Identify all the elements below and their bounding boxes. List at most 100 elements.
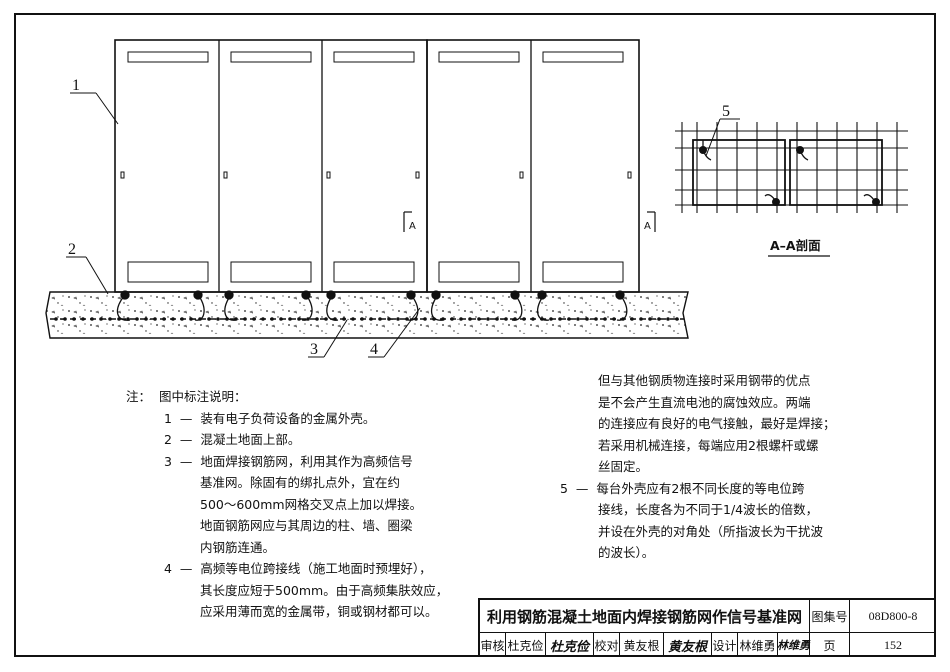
checker-name: 黄友根	[620, 633, 664, 657]
note-dash: —	[179, 432, 193, 447]
rebar-node	[396, 317, 400, 321]
rebar-node	[459, 317, 463, 321]
rebar-node	[216, 317, 220, 321]
rebar-node	[135, 317, 139, 321]
rebar-node	[243, 317, 247, 321]
rebar-node	[81, 317, 85, 321]
note-dash: —	[179, 410, 193, 426]
rebar-node	[495, 317, 499, 321]
drawing-title: 利用钢筋混凝土地面内焊接钢筋网作信号基准网	[480, 600, 810, 633]
cabinet-handle	[223, 171, 228, 179]
rebar-node	[630, 317, 634, 321]
note-3-line: 地面钢筋网应与其周边的柱、墙、圈梁	[200, 518, 413, 533]
note-5-line: 并设在外壳的对角处（所指波长为干扰波	[598, 523, 824, 539]
note-4-line: 应采用薄而宽的金属带，铜或钢材都可以。	[200, 604, 438, 619]
design-label: 设计	[712, 633, 738, 657]
rebar-node	[90, 317, 94, 321]
rebar-node	[189, 317, 193, 321]
rebar-node	[369, 317, 373, 321]
rebar-node	[171, 317, 175, 321]
rebar-node	[288, 317, 292, 321]
designer-signature: 林维勇	[777, 633, 810, 657]
rebar-node	[477, 317, 481, 321]
rebar-node	[585, 317, 589, 321]
cabinet-row	[114, 39, 640, 293]
callout-1: 1	[72, 77, 80, 94]
note-4-num: 4	[164, 561, 172, 576]
cabinet-vent	[333, 51, 415, 63]
rebar-node	[279, 317, 283, 321]
cabinet-bottom-panel	[542, 261, 624, 283]
section-mark-a-left: A	[409, 221, 416, 232]
reviewer-signature: 杜克俭	[546, 633, 594, 657]
rebar-node	[72, 317, 76, 321]
note-3-line: 内钢筋连通。	[200, 539, 276, 555]
callouts	[66, 92, 740, 358]
rebar-node	[153, 317, 157, 321]
atlas-label: 图集号	[810, 600, 850, 633]
callout-2: 2	[68, 241, 76, 258]
rebar-node	[144, 317, 148, 321]
rebar-node	[666, 317, 670, 321]
cabinet-vent	[542, 51, 624, 63]
section-cabinet-left	[692, 139, 786, 206]
note-4-continued-line: 的连接应有良好的电气接触，最好是焊接；	[598, 416, 836, 431]
atlas-number: 08D800-8	[850, 600, 936, 633]
cabinet-vent	[230, 51, 312, 63]
note-4-continued-line: 是不会产生直流电池的腐蚀效应。两端	[598, 394, 811, 410]
rebar-node	[54, 317, 58, 321]
cabinet-handle	[627, 171, 632, 179]
rebar-node	[387, 317, 391, 321]
callout-4: 4	[370, 341, 378, 358]
note-1-num: 1	[164, 410, 172, 426]
rebar-node	[378, 317, 382, 321]
note-4-line: 高频等电位跨接线（施工地面时预埋好），	[200, 561, 432, 576]
note-5-num: 5	[560, 480, 568, 496]
note-1-line: 装有电子负荷设备的金属外壳。	[200, 410, 376, 426]
cabinet-bottom-panel	[333, 261, 415, 283]
note-2-line: 混凝土地面上部。	[200, 432, 301, 447]
callout-3: 3	[310, 341, 318, 358]
rebar-node	[450, 317, 454, 321]
rebar-node	[531, 317, 535, 321]
rebar-node	[252, 317, 256, 321]
note-3-line: 500～600mm网格交叉点上加以焊接。	[200, 496, 423, 512]
rebar-node	[657, 317, 661, 321]
notes-header: 注：	[126, 389, 152, 404]
rebar-node	[648, 317, 652, 321]
rebar-node	[270, 317, 274, 321]
page-label: 页	[810, 633, 850, 657]
note-5-line: 每台外壳应有2根不同长度的等电位跨	[596, 480, 805, 496]
page-number: 152	[884, 637, 902, 652]
rebar-node	[315, 317, 319, 321]
note-dash: —	[179, 453, 193, 469]
callout-5: 5	[722, 103, 730, 120]
rebar-node	[108, 317, 112, 321]
rebar-node	[207, 317, 211, 321]
designer-name: 林维勇	[738, 633, 778, 657]
note-3-line: 基准网。除固有的绑扎点外，宜在约	[200, 475, 401, 490]
note-4-continued-line: 丝固定。	[598, 459, 649, 474]
review-label: 审核	[480, 633, 506, 657]
rebar-node	[603, 317, 607, 321]
cabinet-group-left	[114, 39, 428, 293]
section-cabinet-right	[789, 139, 883, 206]
cabinet-vent	[438, 51, 520, 63]
rebar-node	[504, 317, 508, 321]
rebar-node	[558, 317, 562, 321]
bonding-straps	[116, 290, 628, 321]
rebar-node	[162, 317, 166, 321]
notes-right: 但与其他钢质物连接时采用钢带的优点 是不会产生直流电池的腐蚀效应。两端 的连接应…	[560, 370, 836, 564]
note-dash: —	[179, 561, 193, 576]
rebar-node	[612, 317, 616, 321]
note-3-num: 3	[164, 453, 172, 469]
section-mark-a-right: A	[644, 221, 651, 232]
rebar-node	[639, 317, 643, 321]
note-4-continued-line: 但与其他钢质物连接时采用钢带的优点	[598, 373, 811, 388]
rebar-node	[297, 317, 301, 321]
drawing-frame	[14, 13, 936, 657]
rebar-node	[675, 317, 679, 321]
cabinet-handle	[120, 171, 125, 179]
note-5-line: 的波长）。	[598, 545, 655, 560]
